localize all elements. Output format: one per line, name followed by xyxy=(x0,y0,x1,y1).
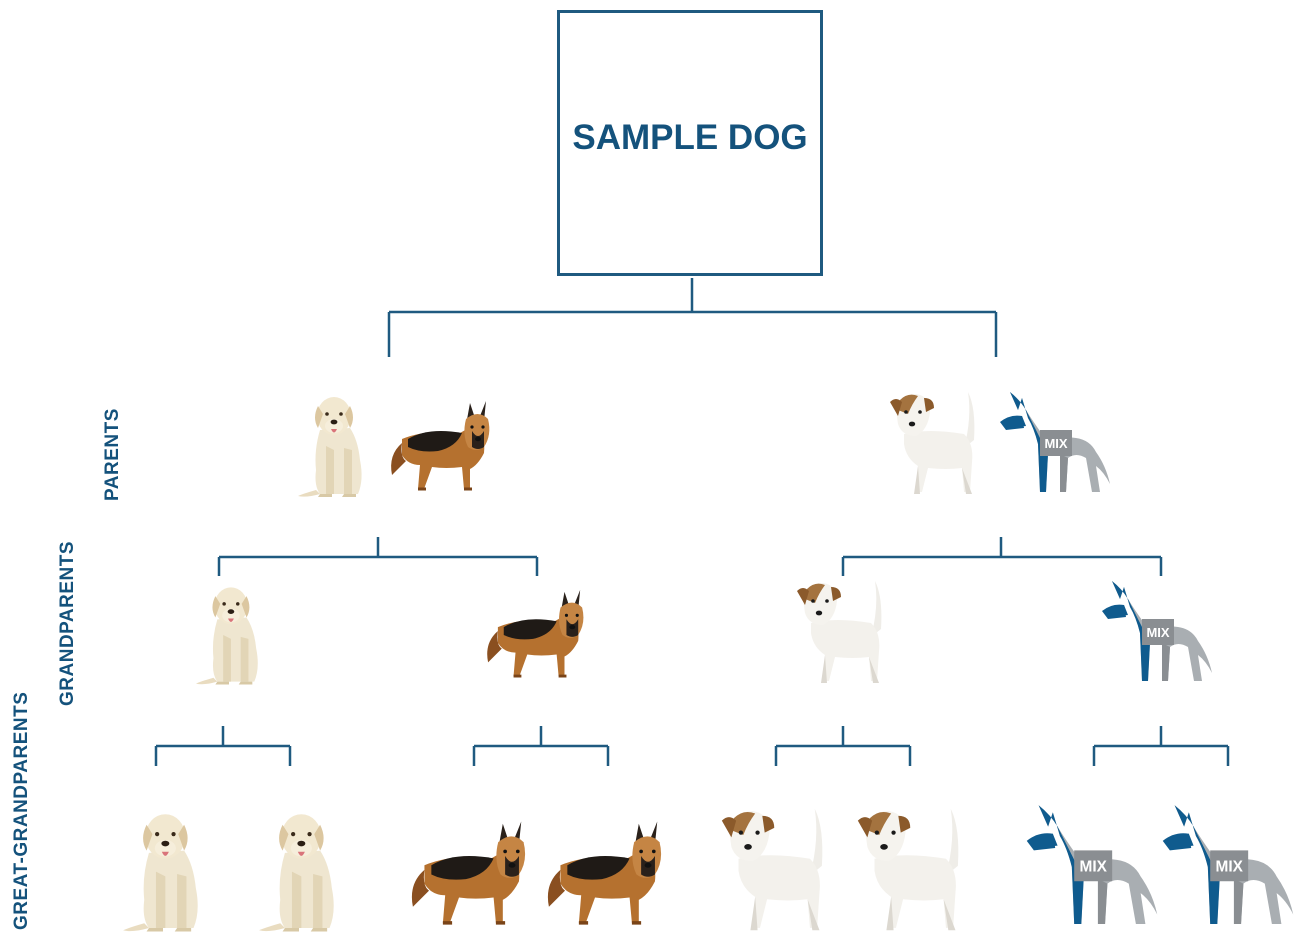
mix-breed-icon: MIX xyxy=(1000,392,1110,492)
german-shepherd-icon xyxy=(487,589,584,678)
jack-russell-icon xyxy=(857,808,959,931)
svg-text:MIX: MIX xyxy=(1146,625,1169,640)
svg-text:MIX: MIX xyxy=(1044,436,1067,451)
german-shepherd-icon xyxy=(391,401,490,491)
german-shepherd-icon xyxy=(547,821,662,925)
labrador-icon xyxy=(123,814,198,932)
sample-dog-label: SAMPLE DOG xyxy=(572,118,808,157)
mix-breed-icon: MIX xyxy=(1102,581,1212,681)
jack-russell-icon xyxy=(721,808,823,931)
jack-russell-icon xyxy=(890,392,975,494)
mix-breed-icon: MIX xyxy=(1026,805,1158,924)
svg-text:MIX: MIX xyxy=(1215,859,1243,876)
labrador-icon xyxy=(195,587,258,685)
jack-russell-icon xyxy=(797,581,882,683)
labrador-icon xyxy=(298,397,362,497)
labrador-icon xyxy=(259,814,334,932)
german-shepherd-icon xyxy=(411,821,526,925)
svg-text:MIX: MIX xyxy=(1079,859,1107,876)
sample-dog-box: SAMPLE DOG xyxy=(557,10,823,276)
mix-breed-icon: MIX xyxy=(1162,805,1294,924)
